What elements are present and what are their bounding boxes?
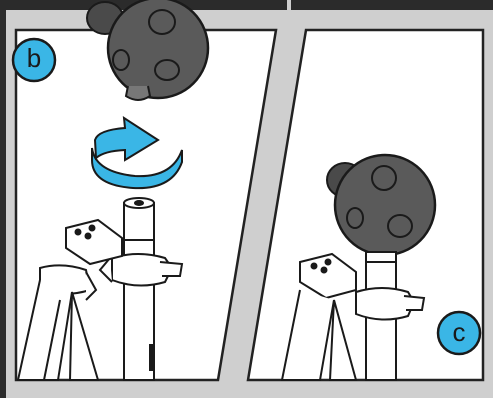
tripod-mount-icon [16,197,184,381]
camera-mounted-icon [326,153,437,257]
rotate-arrow-icon [91,116,183,190]
badge-b: b [11,37,57,83]
badge-b-label: b [27,43,41,73]
badge-c: c [436,310,482,356]
badge-c-label: c [453,317,466,347]
camera-ball-icon [86,0,210,101]
tripod-mount-c-icon [280,251,426,381]
